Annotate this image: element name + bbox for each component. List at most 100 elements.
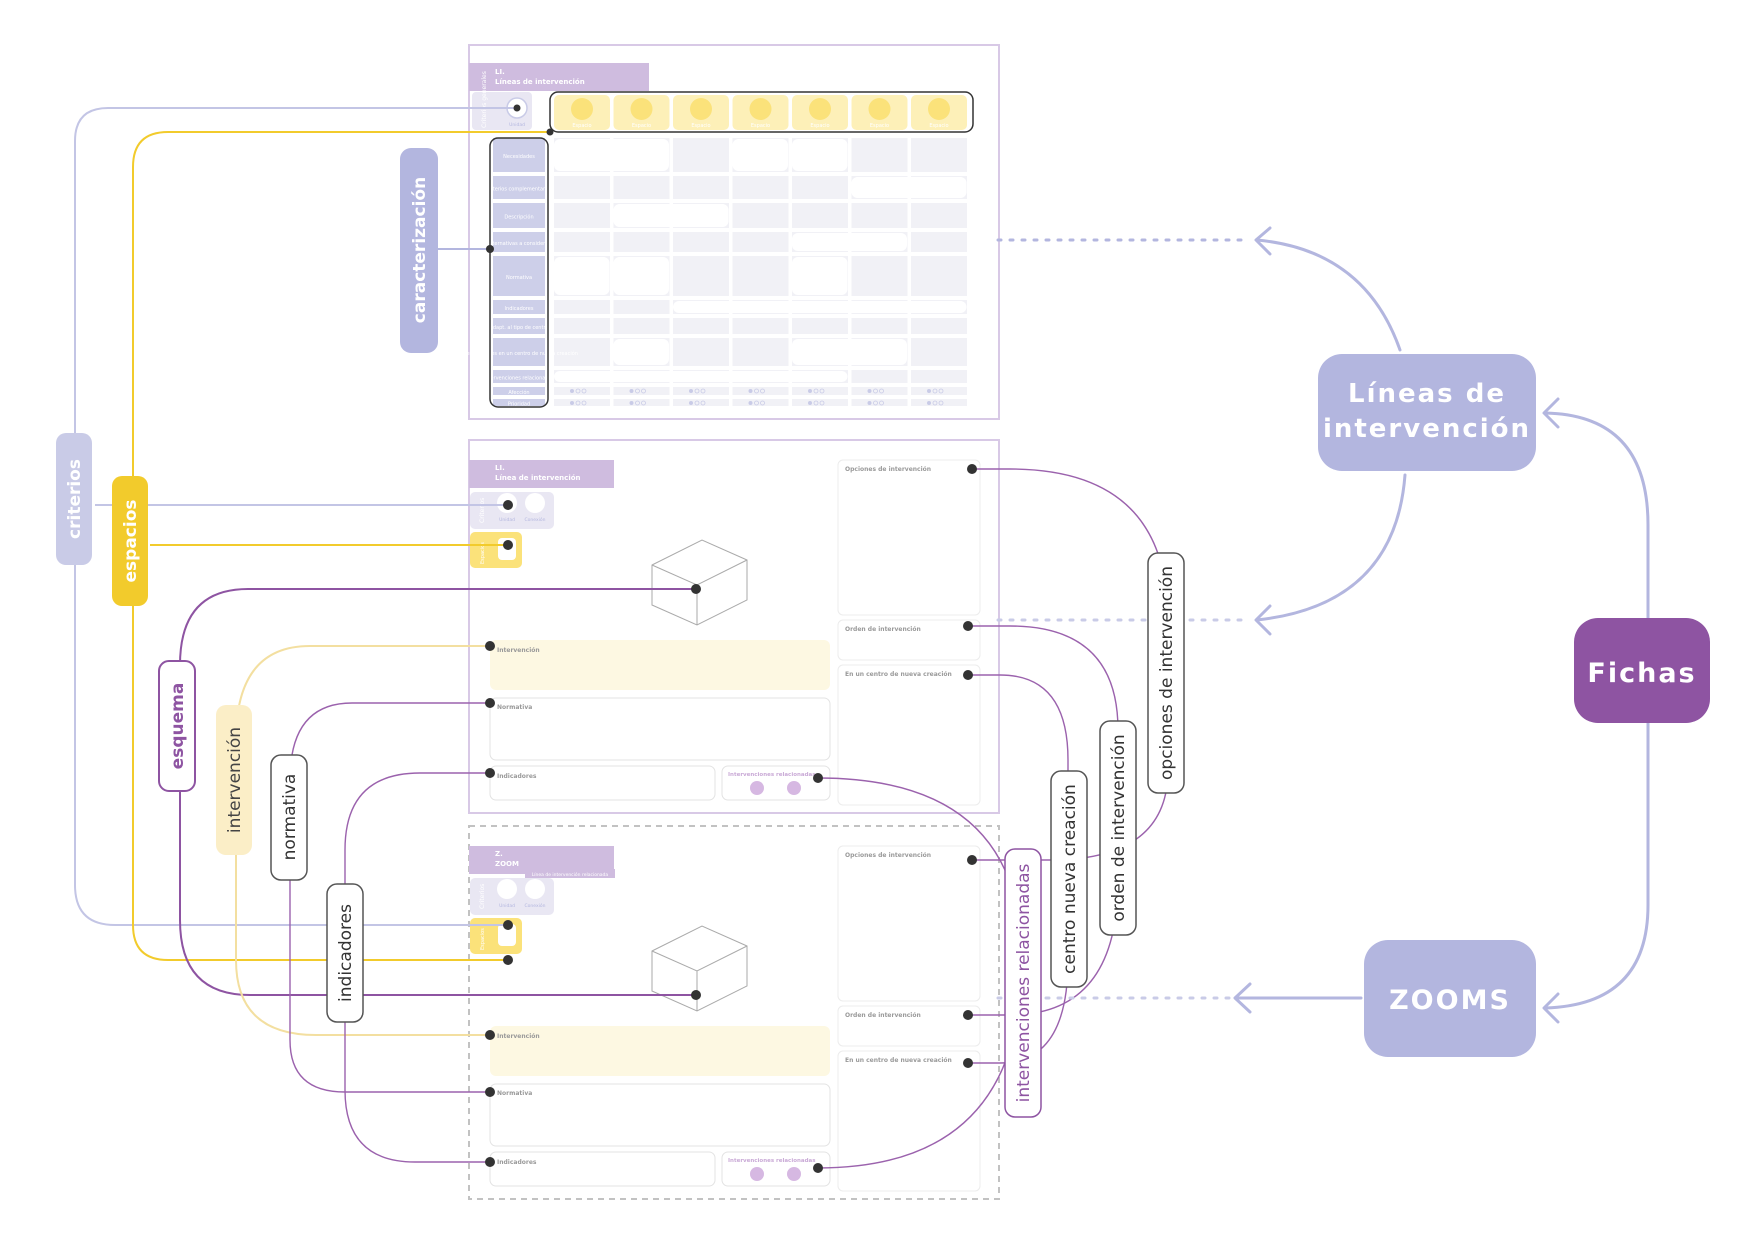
grid-cell [673,232,729,252]
sheet-table-title: Líneas de intervención [495,78,585,86]
grid-cell [673,176,729,199]
grid-cell [732,203,789,228]
esquema-connector [179,588,696,996]
rating-dot [879,388,884,394]
sheet-text: Orden de intervención [845,626,921,633]
rating-dot [754,388,759,394]
criteria-dot [497,879,517,899]
dot [691,584,701,594]
dot [513,104,521,112]
espacios-pill [112,476,148,606]
sheet-text: LI. [495,464,505,472]
zoom-subtitle-band [525,869,615,878]
sheet-text: Unidad [499,903,515,909]
space-dot [809,98,831,120]
grid-cell [673,318,729,334]
criterios-label: criterios [65,459,85,539]
esquema-label: esquema [168,683,188,770]
rating-dot [700,388,706,394]
rating-dot [629,401,634,405]
rating-dot [813,400,819,406]
sheet-text: Espacio [810,123,829,129]
arrow-to-table [1255,238,1402,352]
rating-dot [938,400,944,406]
sheet-text: Espacios [480,542,486,564]
sheet-table-criteria-tag: Criterios generales [481,71,488,128]
grid-cell [911,256,967,296]
space-dot [630,98,653,120]
rating-dot [938,388,944,394]
intervencion-label: intervención [225,727,245,833]
intervencion-field [490,640,830,690]
caracterizacion-pill [400,148,438,353]
zooms-node [1364,940,1536,1057]
normativa-field [489,697,831,761]
opciones-de-intervencion-pill [1147,552,1185,794]
sheet-text: Indicadores [497,1159,537,1166]
arrow-to-line-sheet [1255,473,1407,622]
grid-cell [851,370,908,383]
sheet-text: Criterios complementarios [486,187,553,193]
grid-cell [554,318,610,334]
arrow-fichas-lineas [1543,411,1650,620]
sheet-text: Espacio [572,123,591,129]
grid-highlight [613,204,729,227]
grid-cell [911,370,967,383]
rating-dot [879,400,884,406]
sheet-text: Intervenciones en un centro de nueva cre… [460,350,578,357]
indicadores-field [489,765,716,801]
relacionadas-field [721,765,831,801]
sheet-table-code: LI. [495,68,505,76]
rating-dot [748,401,753,405]
grid-highlight [792,139,848,171]
grid-cell [613,176,670,199]
indicadores-field [489,1151,716,1187]
rating-dot [927,401,931,405]
dot [485,641,495,651]
grid-cell [792,318,848,334]
row-label-cell [493,300,545,314]
normativa-label: normativa [280,774,300,861]
dot [503,540,513,550]
grid-cell [732,318,789,334]
dot [963,1010,973,1020]
espacios-cell [498,924,516,946]
rating-dot [760,388,765,394]
sheet-table-criteria-dot-label: Unidad [509,122,525,128]
grid-highlight [792,257,848,295]
rating-dot [808,389,812,393]
dot [485,1157,495,1167]
rating-dot [575,388,581,394]
row-label-cell [493,399,545,406]
rating-dot [635,400,640,406]
rating-dot [570,389,574,393]
sheet-table-header [469,63,649,91]
rating-dot [581,400,587,406]
rating-dot [813,388,819,394]
opciones-field [837,845,981,1002]
grid-highlight [554,139,669,171]
sheet-text: Normativa [497,1090,532,1097]
row-label-cell [493,370,545,383]
relacionadas-dot [787,781,801,795]
sheet-text: Línea de intervención relacionada [532,871,609,878]
sheet-text: Afección [508,389,529,396]
orden-de-intervencion-label: orden de intervención [1109,734,1129,921]
relacionadas-field [721,1151,831,1187]
opciones-de-intervencion-label: opciones de intervención [1157,566,1177,780]
grid-cell [792,203,848,228]
rating-dot [932,388,938,394]
sheet-text: Opciones de intervención [845,466,931,473]
grid-highlight [673,301,967,313]
sheet-text: Criterios [479,498,486,523]
rating-dot [867,401,872,405]
grid-cell [673,338,729,366]
grid-highlight [851,177,967,198]
dot [485,1030,495,1040]
intervencion-pill [216,705,252,855]
grid-highlight [792,339,907,365]
normativa-field [489,1083,831,1147]
